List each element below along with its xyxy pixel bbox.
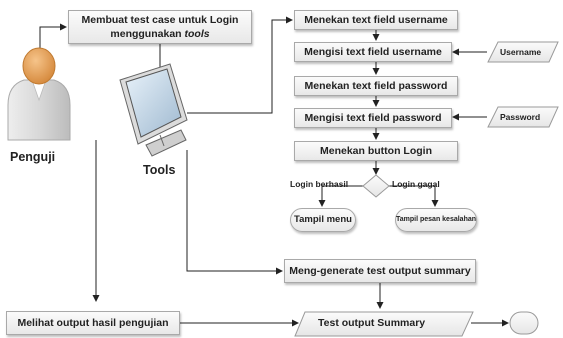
username-input-shape xyxy=(487,41,559,63)
end-terminator xyxy=(509,311,539,335)
decision-diamond xyxy=(362,174,390,198)
summary-output-label: Test output Summary xyxy=(318,317,426,329)
actor-label: Penguji xyxy=(10,150,56,164)
create-test-case-box: Membuat test case untuk Login menggunaka… xyxy=(68,10,252,44)
password-input-label: Password xyxy=(500,112,541,122)
show-menu-box: Tampil menu xyxy=(290,208,356,232)
login-fail-label: Login gagal xyxy=(392,179,440,189)
connector-tools-to-steps xyxy=(187,16,293,114)
username-input-label: Username xyxy=(500,47,542,57)
monitor-icon xyxy=(119,63,188,157)
login-success-label: Login berhasil xyxy=(290,179,349,189)
fill-password-box: Mengisi text field password xyxy=(294,108,452,128)
show-error-box: Tampil pesan kesalahan xyxy=(395,208,477,232)
connector-tools-to-generate xyxy=(186,150,283,275)
summary-output-shape xyxy=(294,311,474,337)
view-results-box: Melihat output hasil pengujian xyxy=(6,311,180,335)
tools-label: Tools xyxy=(143,163,176,177)
press-password-box: Menekan text field password xyxy=(294,76,458,96)
press-username-box: Menekan text field username xyxy=(294,10,458,30)
fill-username-box: Mengisi text field username xyxy=(294,42,452,62)
connector-decision-success xyxy=(318,185,364,207)
password-input-shape xyxy=(487,106,559,128)
press-login-box: Menekan button Login xyxy=(294,141,458,161)
create-test-case-line2: menggunakan xyxy=(110,28,185,40)
connector-decision-fail xyxy=(388,185,439,207)
person-icon xyxy=(7,47,71,141)
generate-summary-box: Meng-generate test output summary xyxy=(284,259,476,283)
create-test-case-line1: Membuat test case untuk Login xyxy=(81,13,239,26)
create-test-case-tools: tools xyxy=(184,28,210,40)
